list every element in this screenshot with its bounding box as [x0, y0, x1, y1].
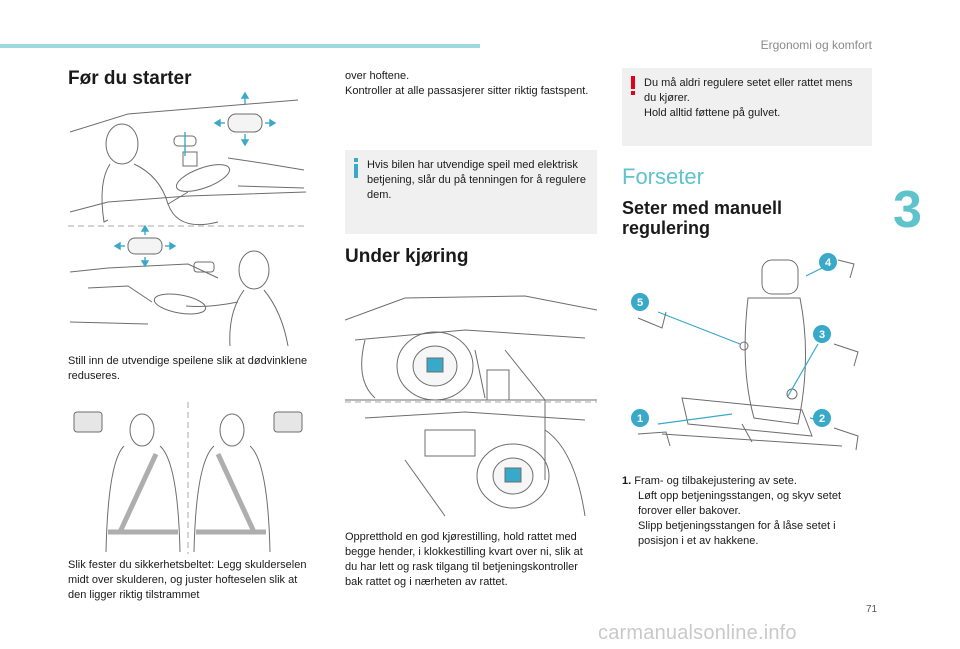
- continued-text: over hoftene. Kontroller at alle passasj…: [345, 70, 589, 97]
- callout-5-label: 5: [637, 297, 643, 309]
- heading-before-start: Før du starter: [68, 68, 192, 89]
- list-item-number: 1.: [622, 475, 632, 487]
- callout-1: [631, 409, 649, 427]
- callout-5: [631, 293, 649, 311]
- watermark: carmanualsonline.info: [598, 622, 797, 644]
- warning-note: Du må aldri regulere setet eller rattet …: [622, 68, 872, 146]
- chapter-number: 3: [893, 181, 922, 239]
- mirror-caption: Still inn de utvendige speilene slik at …: [68, 355, 308, 382]
- seat-adjustment-illustration: 4 5 3 2 1: [631, 253, 859, 451]
- section-title: Ergonomi og komfort: [760, 38, 872, 52]
- info-icon: [353, 158, 358, 178]
- info-note-text: Hvis bilen har utvendige speil med elekt…: [367, 159, 586, 201]
- mirror-adjust-illustration: [68, 92, 308, 346]
- warning-icon: [630, 76, 635, 95]
- bullet-1-text: Løft opp betjeningsstangen, og skyv sete…: [638, 490, 842, 517]
- driving-position-illustration: [345, 295, 597, 517]
- belt-caption: Slik fester du sikkerhetsbeltet: Legg sk…: [68, 559, 307, 601]
- seatbelt-illustration: [73, 402, 303, 554]
- callout-2-label: 2: [819, 413, 825, 425]
- callout-4: [819, 253, 837, 271]
- info-note: Hvis bilen har utvendige speil med elekt…: [345, 150, 597, 234]
- seat-callouts: [631, 253, 837, 427]
- subheading-manual-seats: Seter med manuell regulering: [622, 198, 783, 238]
- list-bullet-1: Løft opp betjeningsstangen, og skyv sete…: [622, 489, 872, 519]
- callout-2: [813, 409, 831, 427]
- list-bullet-2: Slipp betjeningsstangen for å låse setet…: [622, 519, 872, 549]
- callout-3: [813, 325, 831, 343]
- callout-3-label: 3: [819, 329, 825, 341]
- list-item-1: 1. Fram- og tilbakejustering av sete.: [622, 474, 872, 489]
- warning-note-text: Du må aldri regulere setet eller rattet …: [644, 77, 853, 119]
- callout-4-label: 4: [825, 257, 832, 269]
- page-number: 71: [866, 604, 878, 615]
- top-accent-bar: [0, 44, 480, 48]
- heading-under-driving: Under kjøring: [345, 246, 469, 267]
- driving-caption: Oppretthold en god kjørestilling, hold r…: [345, 531, 583, 588]
- callout-1-label: 1: [637, 413, 643, 425]
- section-heading-front-seats: Forseter: [622, 164, 704, 189]
- bullet-2-text: Slipp betjeningsstangen for å låse setet…: [638, 520, 836, 547]
- list-item-text: Fram- og tilbakejustering av sete.: [634, 475, 797, 487]
